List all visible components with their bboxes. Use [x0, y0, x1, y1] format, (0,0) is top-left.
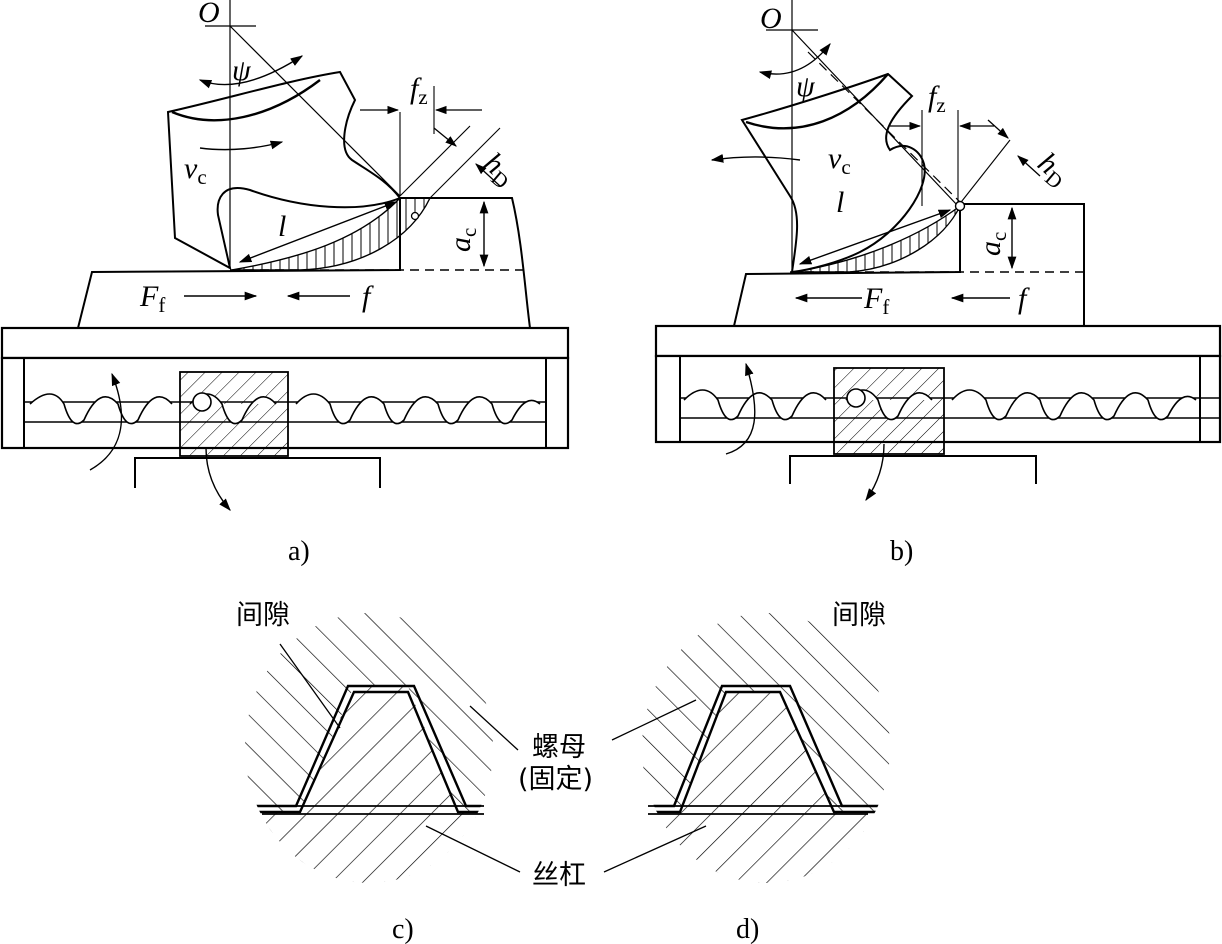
caption-d: d) [736, 914, 759, 944]
label-psi-b: ψ [796, 70, 816, 103]
caption-b: b) [890, 536, 913, 567]
label-hD-b: hD [1029, 146, 1076, 194]
leader-lines [425, 699, 707, 873]
label-Ff-a: Ff [139, 280, 165, 317]
label-vc-a: vc [184, 152, 207, 189]
screw-threads [683, 389, 1197, 421]
caption-c: c) [392, 914, 414, 944]
label-screw: 丝杠 [532, 860, 586, 891]
label-Ff-b: Ff [863, 282, 889, 319]
label-O-b: O [760, 2, 782, 35]
label-nut: 螺母 [532, 732, 586, 763]
panel-b [654, 0, 1222, 502]
workpiece [733, 203, 1085, 327]
label-vc-b: vc [828, 142, 851, 179]
label-l-b: l [836, 186, 844, 219]
label-nut-fixed: (固定) [518, 764, 593, 795]
label-psi-a: ψ [232, 54, 252, 87]
label-O-a: O [198, 0, 220, 29]
panel-c [245, 613, 493, 883]
label-fz-b: fz [928, 80, 946, 117]
label-ac-a: ac [444, 228, 481, 252]
label-l-a: l [278, 210, 286, 243]
panel-a [0, 0, 570, 511]
label-fz-a: fz [410, 72, 428, 109]
label-gap-d: 间隙 [832, 600, 886, 631]
caption-a: a) [288, 536, 310, 567]
label-ac-b: ac [974, 232, 1011, 256]
label-hD-a: hD [475, 146, 522, 194]
panel-d [642, 613, 890, 883]
label-gap-c: 间隙 [236, 600, 290, 631]
